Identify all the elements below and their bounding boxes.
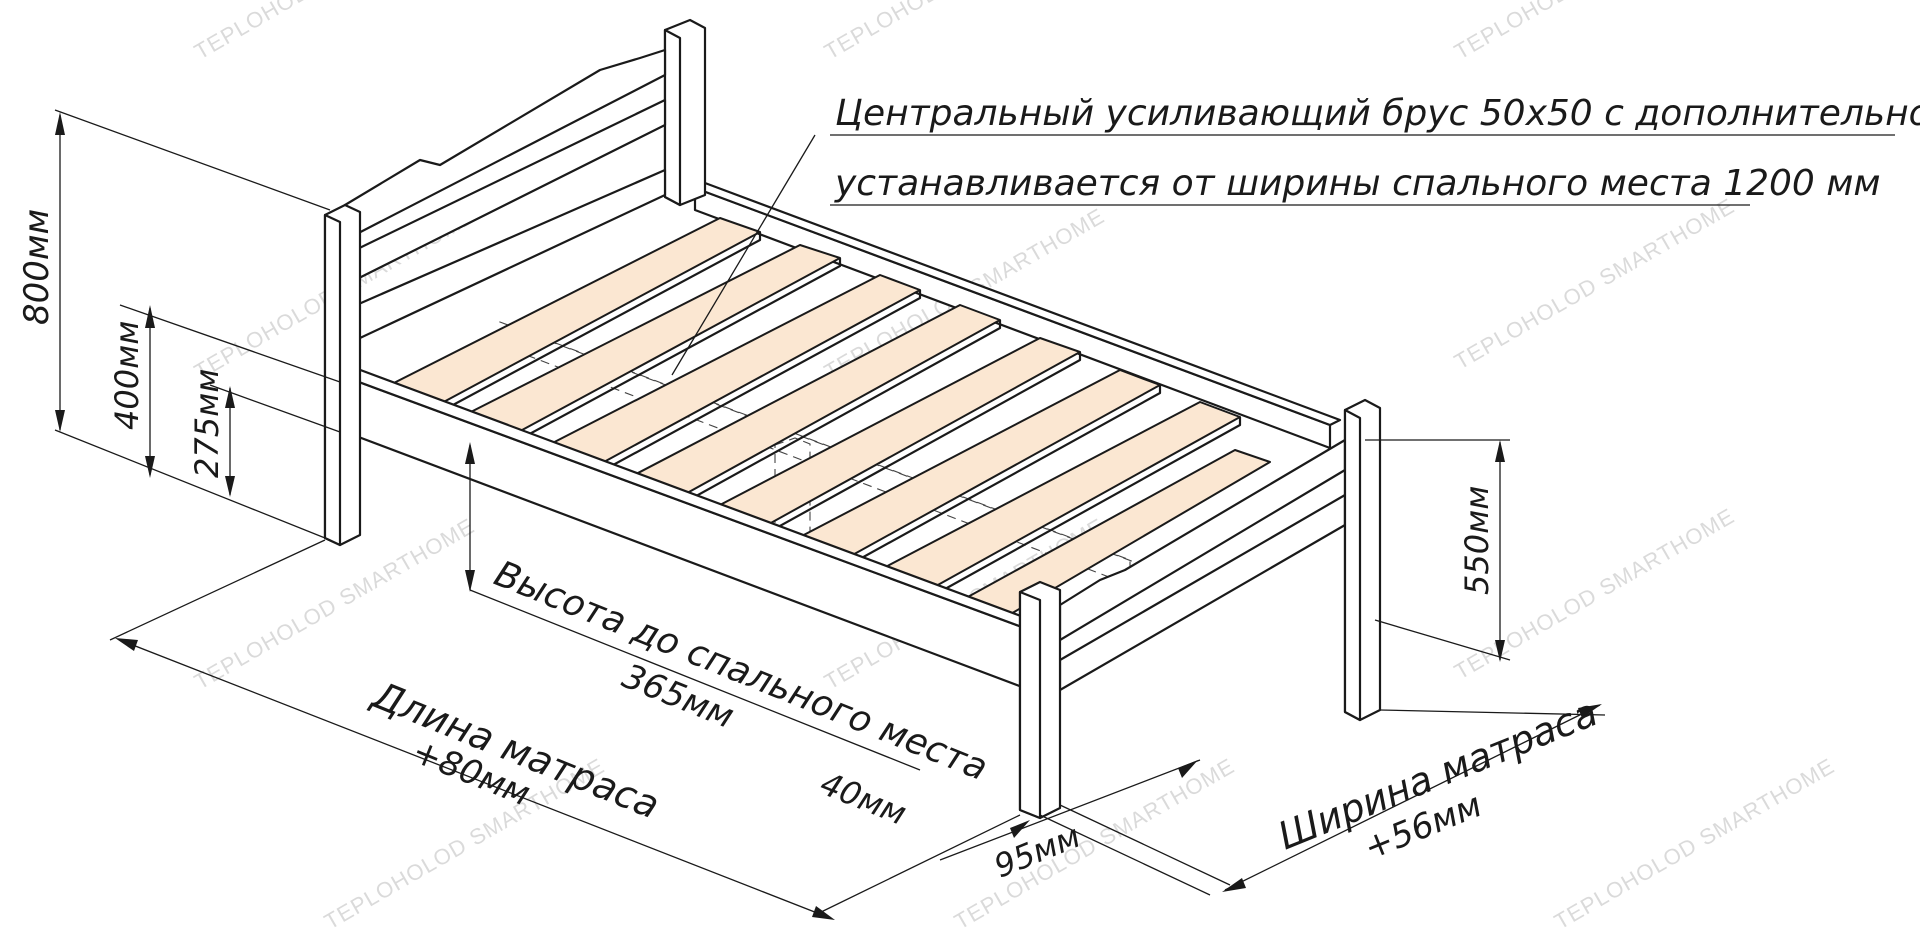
footboard-left-post-side	[1018, 590, 1042, 820]
extension-line	[1379, 709, 1606, 716]
dimension-line-40	[939, 759, 1201, 861]
arrow-head	[225, 386, 235, 408]
dim-550-label: 550мм	[1458, 486, 1496, 595]
dim-800-label: 800мм	[17, 209, 57, 325]
dim-550: 550мм	[1365, 439, 1511, 662]
dim-400: 400мм	[108, 304, 341, 478]
arrow-head	[812, 906, 835, 920]
watermark: TEPLOHOLOD SMARTHOME	[1450, 0, 1739, 64]
extension-line	[814, 814, 1021, 916]
dim-800: 800мм	[17, 109, 331, 541]
arrow-head	[225, 476, 235, 497]
arrow-head	[55, 410, 65, 432]
arrow-head	[55, 112, 65, 135]
arrow-head	[1010, 820, 1030, 838]
arrow-head	[145, 456, 155, 478]
arrow-head	[1178, 760, 1198, 778]
watermark: TEPLOHOLOD SMARTHOME	[190, 0, 479, 64]
arrow-head	[465, 442, 475, 464]
arrow-head	[1578, 704, 1602, 718]
arrow-head	[1495, 640, 1505, 662]
far-side-rail-top	[693, 181, 1342, 427]
headboard-top-rail	[343, 48, 667, 242]
slats-group	[379, 217, 1271, 633]
annotation-line-1: Центральный усиливающий брус 50х50 с доп…	[835, 93, 1920, 134]
footboard-right-post-side	[1343, 408, 1362, 722]
extension-line	[1374, 619, 1511, 661]
dim-275: 275мм	[188, 369, 341, 497]
arrow-head	[1222, 878, 1246, 892]
arrow-head	[1495, 440, 1505, 462]
dim-40-label: 40мм	[815, 764, 912, 833]
extension-line	[119, 304, 341, 383]
extension-line	[54, 429, 331, 541]
watermark: TEPLOHOLOD SMARTHOME	[1550, 753, 1839, 934]
extension-line	[1059, 804, 1231, 886]
extension-line	[1039, 814, 1211, 896]
watermark: TEPLOHOLOD SMARTHOME	[820, 0, 1109, 64]
dimension-line	[1224, 704, 1601, 891]
dim-width: Ширина матраса +56мм	[1222, 690, 1606, 892]
annotation-group: Центральный усиливающий брус 50х50 с доп…	[671, 93, 1920, 376]
annotation-line-2: устанавливается от ширины спального мест…	[834, 163, 1881, 204]
extension-line	[209, 384, 341, 433]
arrow-head	[145, 305, 155, 328]
headboard-right-post-side	[663, 28, 682, 207]
extension-line	[54, 109, 331, 211]
bed-drawing	[323, 18, 1382, 820]
arrow-head	[465, 570, 475, 592]
dim-275-label: 275мм	[188, 369, 226, 478]
watermark: TEPLOHOLOD SMARTHOME	[950, 753, 1239, 934]
dimension-line	[119, 639, 831, 919]
arrow-head	[115, 638, 138, 651]
annotation-leader	[671, 134, 816, 376]
leader-line	[469, 589, 921, 771]
dim-400-label: 400мм	[108, 321, 146, 430]
extension-line	[109, 539, 326, 641]
watermark: TEPLOHOLOD SMARTHOME	[1450, 193, 1739, 374]
